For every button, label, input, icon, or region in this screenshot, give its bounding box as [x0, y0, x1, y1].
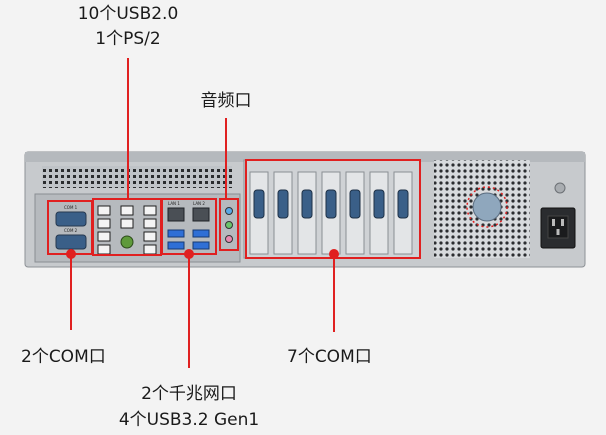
lan-ports: LAN 1 LAN 2 — [167, 201, 210, 222]
lan1-label: LAN 1 — [168, 201, 180, 206]
callout-com-left: 2个COM口 — [21, 347, 106, 367]
com2-port — [55, 234, 87, 250]
callout-audio: 音频口 — [200, 91, 252, 111]
callout-ps2: 1个PS/2 — [95, 29, 161, 49]
callout-com-cards: 7个COM口 — [287, 347, 372, 367]
fan-hub — [472, 192, 502, 222]
audio-jacks — [225, 207, 233, 243]
com1-label: COM 1 — [64, 205, 78, 210]
callout-usb3: 4个USB3.2 Gen1 — [118, 410, 260, 430]
fan-ring — [466, 186, 508, 228]
power-inlet — [540, 182, 576, 249]
top-vent-grille — [42, 166, 232, 188]
lan2-label: LAN 2 — [193, 201, 205, 206]
com1-port — [55, 211, 87, 227]
chassis-top-edge — [25, 152, 585, 162]
ground-screw — [554, 182, 566, 194]
callout-usb2: 10个USB2.0 — [77, 4, 179, 24]
usb3-ports — [167, 229, 210, 250]
box-audio — [219, 198, 239, 251]
com2-label: COM 2 — [64, 228, 78, 233]
callout-lan: 2个千兆网口 — [141, 384, 237, 404]
usb2-ports — [97, 205, 157, 255]
card-com-ports — [253, 189, 409, 219]
callout-lines — [66, 58, 339, 368]
ps2-port — [120, 235, 134, 249]
